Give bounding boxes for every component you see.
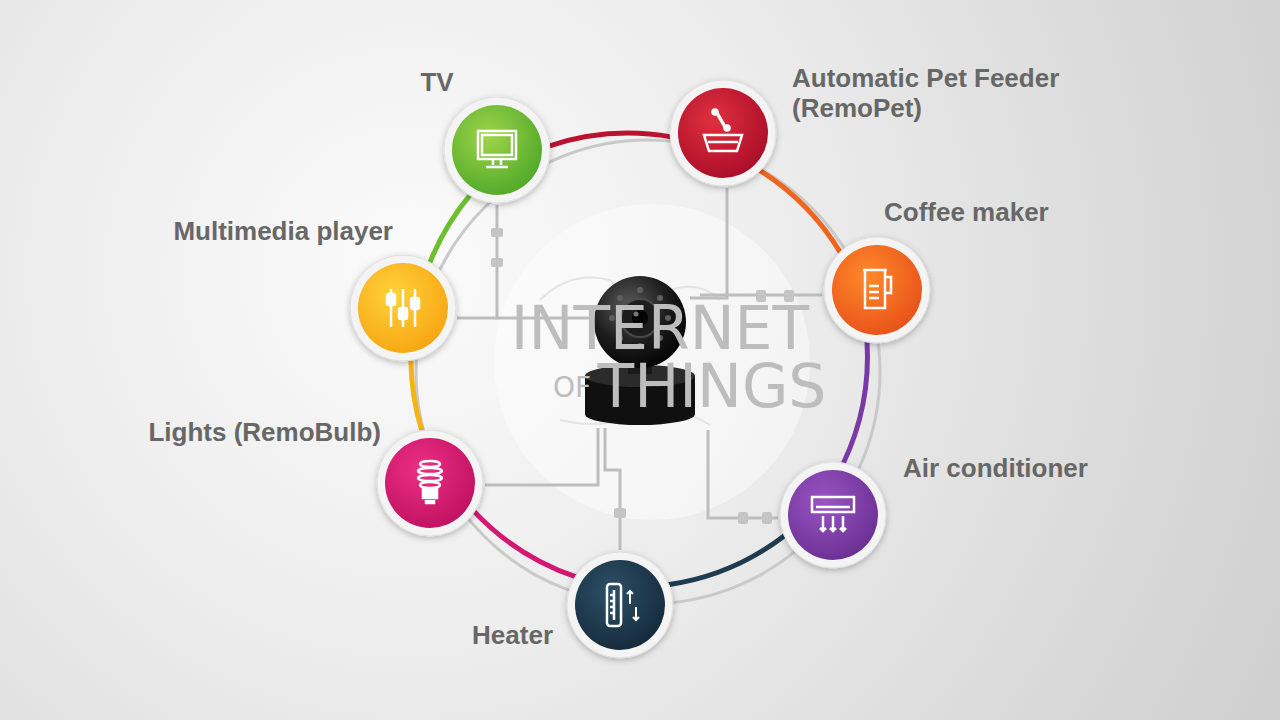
coffee-maker-icon (849, 262, 905, 318)
watermark-text: OF (553, 374, 591, 402)
device-label: Multimedia player (173, 216, 393, 246)
watermark-text: THINGS (598, 356, 827, 416)
device-circle: Lights (RemoBulb) (376, 429, 484, 537)
thermometer-icon (592, 577, 648, 633)
tv-icon (469, 122, 525, 178)
device-label: Air conditioner (903, 453, 1088, 483)
ring-arc (843, 341, 867, 464)
device-circle: TV (443, 96, 551, 204)
device-circle: Coffee maker (823, 236, 931, 344)
ring-arc (549, 133, 671, 146)
device-circle: Heater (566, 551, 674, 659)
inner-ring (416, 140, 880, 604)
ring-arc (430, 195, 471, 264)
device-label: Automatic Pet Feeder (RemoPet) (792, 63, 1092, 123)
ring-arc (668, 535, 785, 585)
ring-arc (759, 170, 840, 253)
device-circle: Automatic Pet Feeder (RemoPet) (669, 79, 777, 187)
device-circle: Multimedia player (349, 254, 457, 362)
pet-bowl-icon (695, 105, 751, 161)
device-label: TV (420, 67, 453, 97)
device-label: Heater (472, 620, 553, 650)
ring-arc (411, 359, 422, 431)
circle-shape (779, 461, 887, 569)
device-circle: Air conditioner (779, 461, 887, 569)
air-conditioner-icon (805, 487, 861, 543)
equalizer-icon (375, 280, 431, 336)
device-label: Coffee maker (884, 197, 1049, 227)
bulb-icon (402, 455, 458, 511)
circle-shape (443, 96, 551, 204)
device-label: Lights (RemoBulb) (148, 417, 381, 447)
circle-shape (823, 236, 931, 344)
circle-shape (669, 79, 777, 187)
ring-arc (474, 511, 576, 577)
watermark-text: INTERNET (511, 298, 809, 358)
